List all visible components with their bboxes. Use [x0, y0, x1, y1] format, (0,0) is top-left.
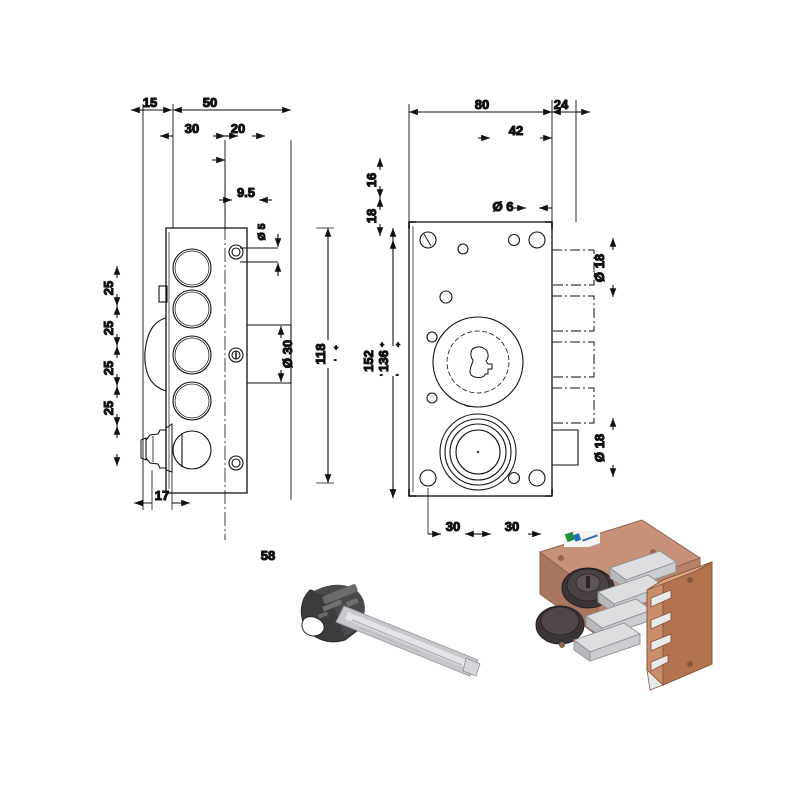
dim-25-a-label: 25: [101, 281, 116, 295]
dim-80-label: 80: [475, 97, 489, 112]
dim-24-label: 24: [554, 97, 569, 112]
front-turn-knob: [439, 413, 517, 491]
dim-dia-18-top-label: Ø 18: [592, 254, 607, 282]
dim-30-label: 30: [185, 121, 199, 136]
side-screw-holes: [228, 244, 244, 471]
product-strike-plate: [646, 561, 713, 691]
dim-118-tol-plus: +: [334, 345, 338, 352]
product-lock-body: [535, 519, 702, 662]
dim-20-label: 20: [231, 121, 245, 136]
dim-17: [134, 470, 190, 510]
dim-136-tol-plus: +: [396, 342, 400, 349]
front-witness-lines: [408, 100, 577, 222]
dim-30-a-label: 30: [446, 519, 460, 534]
side-bolt-circles: [172, 248, 212, 470]
side-view-group: 15 50 30 20 9.5 Ø 5: [100, 94, 338, 563]
front-body-outline: [408, 221, 553, 497]
dim-152-tol-plus: +: [380, 342, 384, 349]
dim-16-label: 16: [364, 173, 379, 187]
dim-136-label: 136: [376, 350, 391, 372]
side-witness-lines: [142, 104, 292, 510]
dim-30-30: [427, 488, 541, 538]
dim-50-label: 50: [203, 95, 217, 110]
dim-15-label: 15: [143, 95, 157, 110]
dim-118-tol-minus: -: [334, 357, 337, 364]
dim-dia-6-label: Ø 6: [493, 199, 514, 214]
dim-25-d-label: 25: [101, 401, 116, 415]
product-key: [300, 584, 481, 677]
dim-118: [316, 227, 334, 484]
dim-dia-30-label: Ø 30: [280, 340, 295, 368]
side-body-tab: [158, 285, 168, 303]
dim-18-label: 18: [364, 209, 379, 223]
dim-136-tol-minus: -: [396, 372, 399, 379]
front-hidden-bolts: [552, 249, 595, 424]
dim-58-label: 58: [261, 548, 275, 563]
dim-152-tol-minus: -: [380, 372, 383, 379]
dim-dia-5: [240, 234, 282, 276]
front-solid-bolt: [552, 429, 579, 466]
dim-42-label: 42: [509, 123, 523, 138]
front-view-group: 80 24 42 Ø 6 16 18 152 +: [360, 96, 617, 538]
dim-9-5-label: 9.5: [237, 185, 255, 200]
side-body-lip: [144, 317, 167, 392]
dim-25-b-label: 25: [101, 321, 116, 335]
front-holes: [419, 231, 546, 487]
front-corner-marks: [408, 221, 553, 497]
dim-dia-18-bottom-label: Ø 18: [592, 434, 607, 462]
side-body-outline: [165, 227, 248, 494]
front-key-cylinder: [432, 316, 524, 408]
dim-118-label: 118: [313, 344, 328, 365]
dim-17-label: 17: [155, 488, 169, 503]
dim-30-b-label: 30: [505, 519, 519, 534]
dim-dia-5-label: Ø 5: [256, 223, 268, 240]
dim-152-label: 152: [361, 350, 376, 372]
side-bolt-block: [247, 324, 292, 384]
dim-25-c-label: 25: [101, 361, 116, 375]
